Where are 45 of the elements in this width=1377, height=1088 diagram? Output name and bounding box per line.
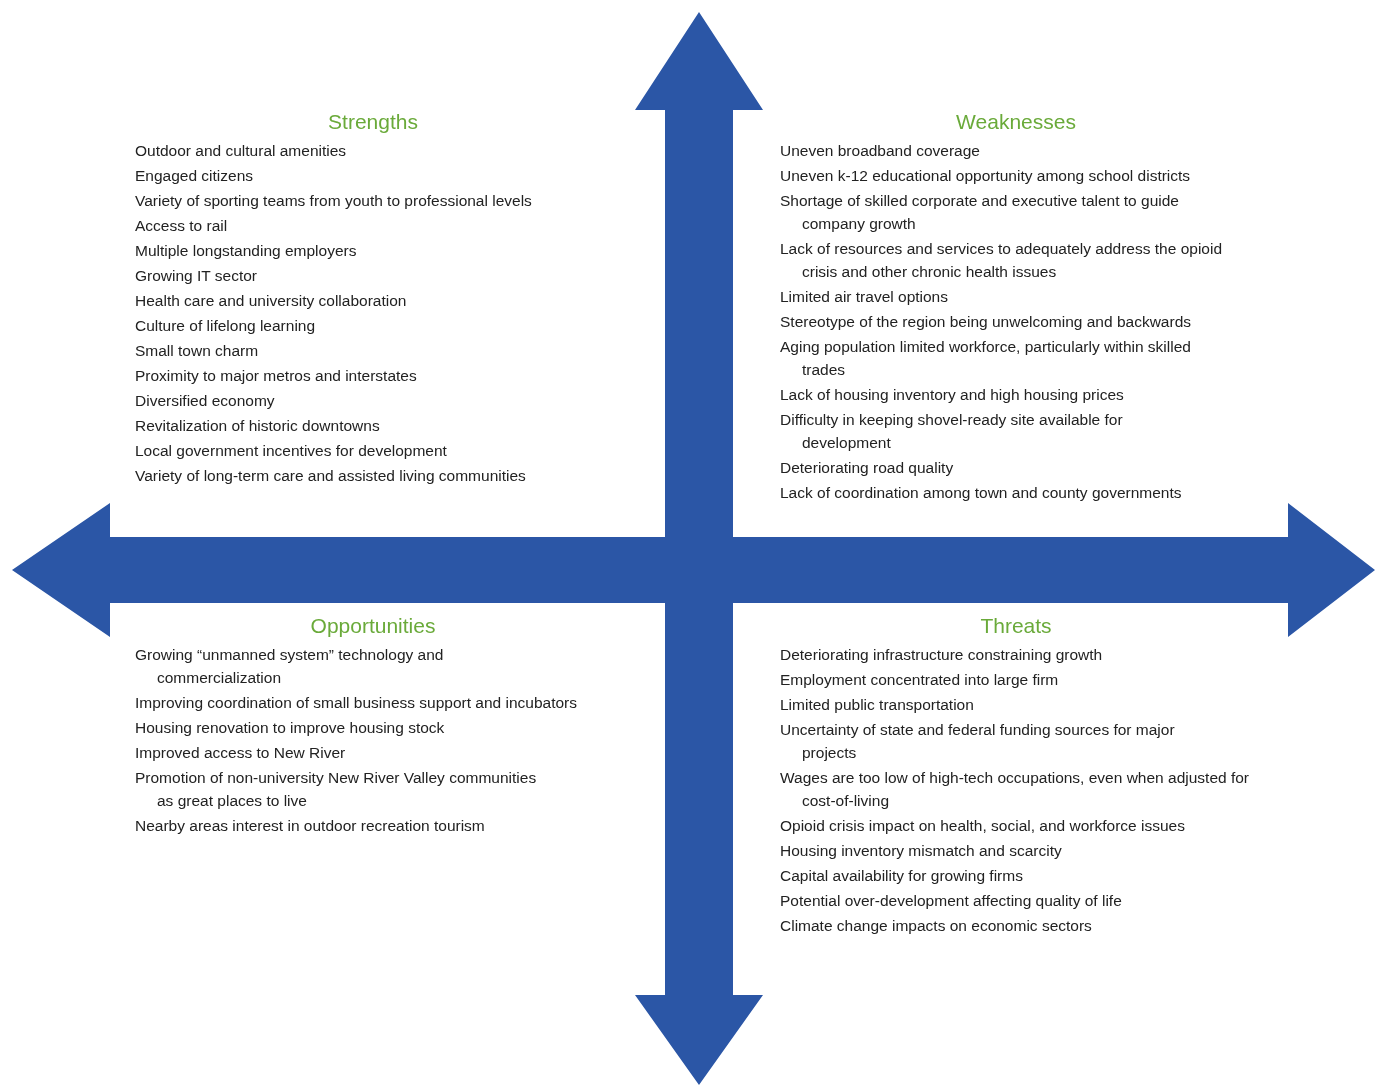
list-item: Multiple longstanding employers	[135, 241, 357, 261]
list-item: Improving coordination of small business support and incubators	[135, 693, 577, 713]
list-item: Variety of sporting teams from youth to professional levels	[135, 191, 532, 211]
quadrant-heading: Strengths	[328, 110, 418, 134]
list-item: Promotion of non-university New River Valley communities as great places to live	[135, 768, 538, 811]
list-item: Lack of resources and services to adequately address the opioid crisis and other chronic health issues	[780, 239, 1223, 282]
list-item: Opioid crisis impact on health, social, and workforce issues	[780, 816, 1185, 836]
list-item: Aging population limited workforce, particularly within skilled trades	[780, 337, 1192, 380]
list-item: Wages are too low of high-tech occupations, even when adjusted for cost-of-living	[780, 768, 1250, 811]
list-item: Housing inventory mismatch and scarcity	[780, 841, 1062, 861]
list-item: Uneven k-12 educational opportunity among school districts	[780, 166, 1191, 186]
list-item: Capital availability for growing firms	[780, 866, 1023, 886]
list-item: Limited air travel options	[780, 287, 948, 307]
list-item: Stereotype of the region being unwelcoming and backwards	[780, 312, 1191, 332]
list-item: Difficulty in keeping shovel-ready site available for development	[780, 410, 1124, 453]
list-item: Growing “unmanned system” technology and commercialization	[135, 645, 445, 688]
quadrant-heading: Threats	[980, 614, 1052, 638]
list-item: Deteriorating road quality	[780, 458, 954, 478]
list-item: Uncertainty of state and federal funding sources for major projects	[780, 720, 1176, 763]
quadrant-heading: Opportunities	[310, 614, 436, 638]
list-item: Potential over-development affecting quality of life	[780, 891, 1122, 911]
list-item: Health care and university collaboration	[135, 291, 407, 311]
list-item: Local government incentives for development	[135, 441, 447, 461]
list-item: Lack of housing inventory and high housing prices	[780, 385, 1124, 405]
list-item: Culture of lifelong learning	[135, 316, 316, 336]
list-item: Improved access to New River	[135, 743, 346, 763]
list-item: Deteriorating infrastructure constraining growth	[780, 645, 1103, 665]
list-item: Housing renovation to improve housing stock	[135, 718, 445, 738]
list-item: Engaged citizens	[135, 166, 254, 186]
list-item: Proximity to major metros and interstates	[135, 366, 417, 386]
list-item: Access to rail	[135, 216, 228, 236]
list-item: Small town charm	[135, 341, 259, 361]
list-item: Outdoor and cultural amenities	[135, 141, 347, 161]
list-item: Growing IT sector	[135, 266, 258, 286]
quadrant-heading: Weaknesses	[956, 110, 1076, 134]
list-item: Limited public transportation	[780, 695, 974, 715]
list-item: Diversified economy	[135, 391, 275, 411]
list-item: Nearby areas interest in outdoor recreation tourism	[135, 816, 485, 836]
list-item: Shortage of skilled corporate and executive talent to guide company growth	[780, 191, 1180, 234]
list-item: Variety of long-term care and assisted living communities	[135, 466, 526, 486]
list-item: Lack of coordination among town and county governments	[780, 483, 1182, 503]
list-item: Climate change impacts on economic sectors	[780, 916, 1092, 936]
list-item: Revitalization of historic downtowns	[135, 416, 380, 436]
list-item: Uneven broadband coverage	[780, 141, 980, 161]
list-item: Employment concentrated into large firm	[780, 670, 1059, 690]
